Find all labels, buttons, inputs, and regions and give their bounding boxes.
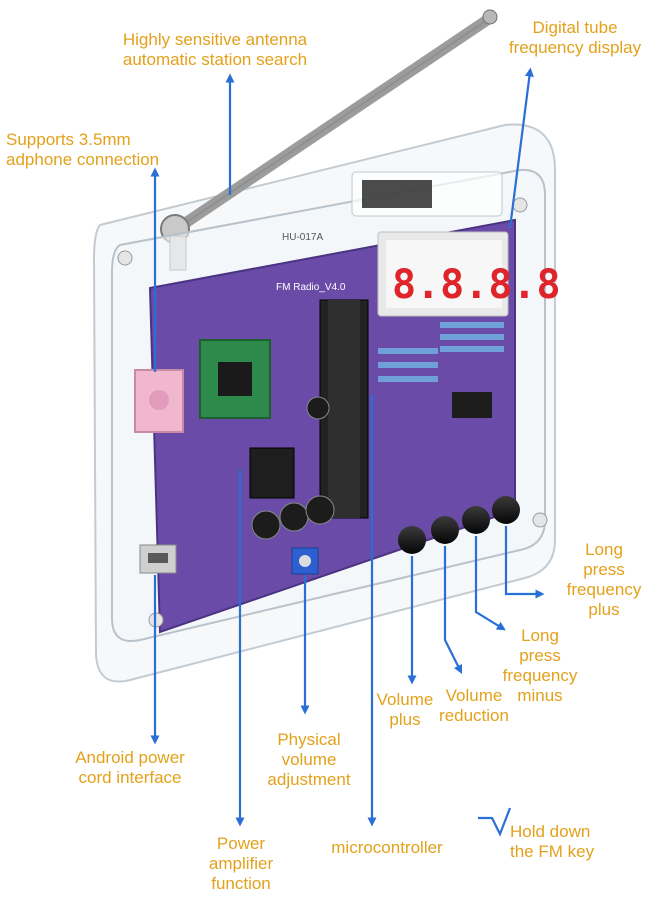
case-screws xyxy=(117,197,548,628)
board-title: FM Radio_V4.0 xyxy=(276,282,346,293)
annotation-arrows xyxy=(150,67,545,837)
headphone-jack xyxy=(134,369,184,433)
arrow-display xyxy=(508,67,534,229)
board-model: HU-017A xyxy=(282,232,323,243)
volume-potentiometer xyxy=(291,547,319,575)
micro-usb-socket xyxy=(139,544,177,574)
fm-module-chip xyxy=(199,339,271,419)
shift-register-ic xyxy=(452,392,492,418)
arrow-volume-reduction xyxy=(443,546,463,675)
electrolytic-capacitors xyxy=(251,396,335,540)
resistors xyxy=(378,322,504,382)
arrow-freq-plus xyxy=(504,526,545,599)
amplifier-ic xyxy=(249,447,295,499)
arrow-freq-minus xyxy=(474,536,506,631)
knob-buttons xyxy=(398,496,520,554)
label-microcontroller: microcontroller xyxy=(331,838,443,857)
digital-tube-display xyxy=(377,231,509,317)
fm-key-symbol xyxy=(478,807,512,837)
display-digits: 8.8.8.8 xyxy=(392,262,561,308)
